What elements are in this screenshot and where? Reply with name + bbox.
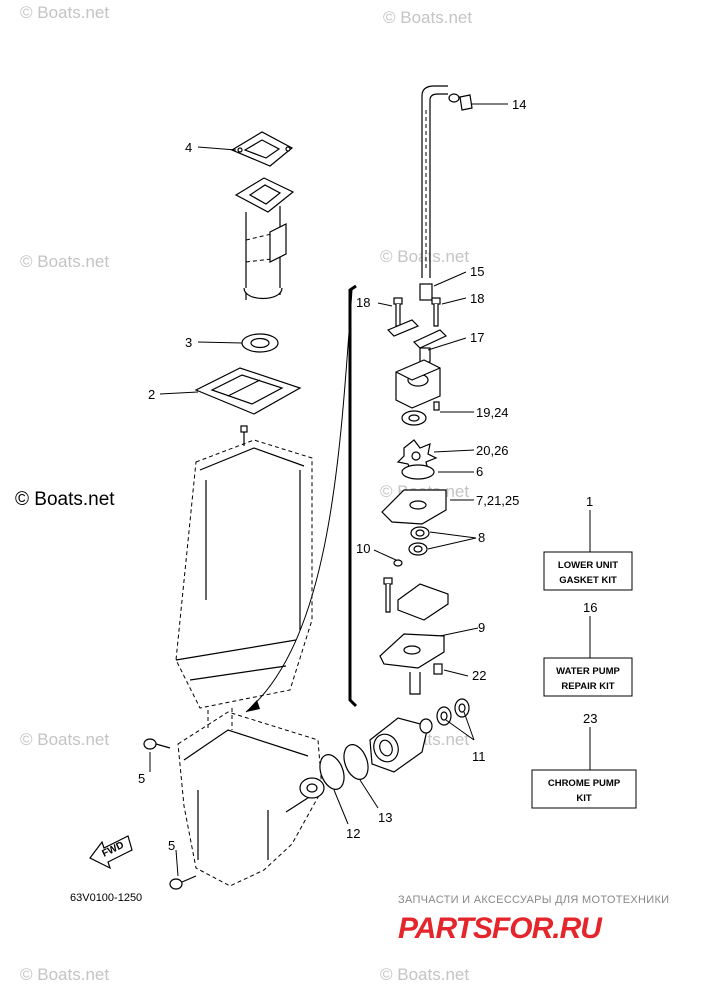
site-tagline: ЗАПЧАСТИ И АКСЕССУАРЫ ДЛЯ МОТОТЕХНИКИ [398,894,669,906]
lower-casing [177,711,323,887]
chrome-pump-kit-box: CHROME PUMP KIT [531,769,637,809]
seal-part-3 [241,333,279,353]
callout-14: 14 [512,97,526,112]
callout-17: 17 [470,330,484,345]
fwd-arrow: FWD [89,835,133,870]
watermark-bottom-right: © Boats.net [380,965,469,984]
callout-18-left: 18 [356,295,370,310]
pump-assembly-bracket [348,284,358,708]
seal-part-11 [419,698,470,734]
callout-6: 6 [476,464,483,479]
gasket-part-4 [230,131,294,167]
water-pump-kit-box: WATER PUMP REPAIR KIT [543,657,633,697]
leader-lines [149,103,591,877]
water-pump-kit-line1: WATER PUMP [556,666,620,677]
diagram-code: 63V0100-1250 [70,892,142,904]
callout-7-21-25: 7,21,25 [476,493,519,508]
gasket-part-2 [194,367,302,415]
exhaust-guide [234,177,295,300]
bolt-part-5-lower [169,875,197,890]
assembly-arrowhead [246,700,260,712]
site-logo: PARTSFOR.RU [398,912,603,945]
callout-18-right: 18 [470,291,484,306]
callout-12: 12 [346,826,360,841]
liner-part-19-24 [401,401,440,426]
callout-3: 3 [185,335,192,350]
bolt-part-18-right [431,297,441,327]
oil-seal-part-8 [408,526,430,556]
water-tube [421,85,448,278]
outer-plate-part-7 [381,489,447,525]
gasket-kit-line1: LOWER UNIT [558,560,618,571]
propeller-shaft-housing [299,777,325,799]
watermark-large: © Boats.net [15,489,115,510]
callout-22: 22 [472,668,486,683]
watermark-top-right: © Boats.net [383,8,472,27]
o-ring-part-13 [343,744,369,780]
callout-5-lower: 5 [168,838,175,853]
bolt-part-18-left [393,297,403,327]
callout-1: 1 [586,494,593,509]
chrome-pump-kit-line2: KIT [576,793,592,804]
watermark-lower-left: © Boats.net [20,730,109,749]
callout-9: 9 [478,620,485,635]
seal-housing [383,577,449,621]
gasket-kit-box: LOWER UNIT GASKET KIT [543,551,633,591]
o-ring-part-12 [319,754,345,790]
plate-part [386,319,448,349]
gasket-part-6 [401,464,435,480]
callout-10: 10 [356,541,370,556]
callout-4: 4 [185,140,192,155]
pin-part-22 [433,663,443,675]
tube-seal-part-15 [419,283,433,301]
callout-15: 15 [470,264,484,279]
watermark-top-left: © Boats.net [20,3,109,22]
callout-16: 16 [583,600,597,615]
callout-5-upper: 5 [138,771,145,786]
bearing-housing [369,717,429,773]
bolt-part-5-upper [143,738,171,750]
watermark-bottom-left: © Boats.net [20,965,109,984]
grommet-part-14 [448,93,473,111]
callout-19-24: 19,24 [476,405,509,420]
chrome-pump-kit-line1: CHROME PUMP [548,778,621,789]
callout-23: 23 [583,711,597,726]
gasket-kit-line2: GASKET KIT [559,575,617,586]
callout-20-26: 20,26 [476,443,509,458]
watermark-mid-left: © Boats.net [20,252,109,271]
callout-11: 11 [472,749,486,764]
gasket-part-9 [379,633,445,669]
upper-casing [175,425,313,730]
drive-shaft [409,672,421,695]
water-pump-kit-line2: REPAIR KIT [561,681,614,692]
callout-2: 2 [148,387,155,402]
assembly-arrow [245,289,353,713]
pin-part-10 [393,559,403,567]
callout-13: 13 [378,810,392,825]
callout-8: 8 [478,530,485,545]
pump-housing [395,359,441,409]
